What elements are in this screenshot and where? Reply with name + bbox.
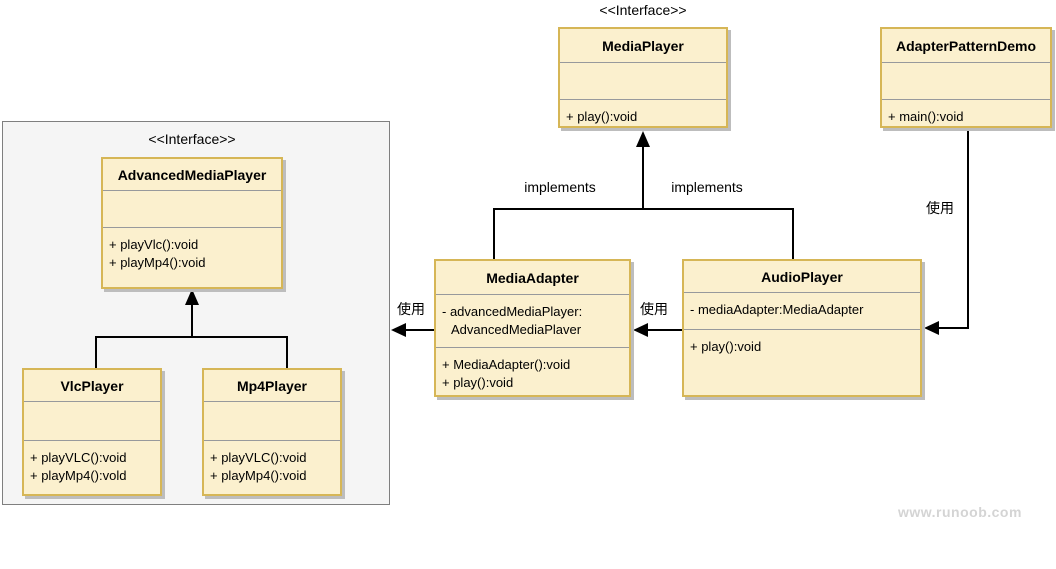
use-middle-arrowhead xyxy=(633,323,648,337)
method-line: + playVLC():void xyxy=(30,450,127,465)
generalization-arrowhead-up xyxy=(185,289,199,305)
class-box-mediaplayer: MediaPlayer + play():void xyxy=(558,27,728,128)
method-line: + playMp4():void xyxy=(210,468,307,483)
label-use-right: 使用 xyxy=(926,200,954,216)
class-attributes-audioplayer: - mediaAdapter:MediaAdapter xyxy=(684,292,920,329)
class-methods-vlcplayer: + playVLC():void + playMp4():vold xyxy=(24,440,160,494)
label-implements-right: implements xyxy=(671,179,743,195)
class-title-mp4player: Mp4Player xyxy=(236,377,308,394)
class-attributes-vlcplayer xyxy=(24,401,160,440)
class-title-mediaplayer: MediaPlayer xyxy=(602,37,684,54)
class-box-mp4player: Mp4Player + playVLC():void + playMp4():v… xyxy=(202,368,342,496)
method-line: + play():void xyxy=(442,375,514,390)
class-methods-mediaadapter: + MediaAdapter():void + play():void xyxy=(436,347,629,395)
method-line: + playVlc():void xyxy=(109,237,199,252)
method-line: + play():void xyxy=(566,109,638,124)
class-methods-mp4player: + playVLC():void + playMp4():void xyxy=(204,440,340,494)
class-attributes-adapterpatterndemo xyxy=(882,62,1050,99)
class-methods-mediaplayer: + play():void xyxy=(560,99,726,126)
method-line: + main():void xyxy=(888,109,964,124)
generalization-connector-line xyxy=(95,336,288,368)
class-title-audioplayer: AudioPlayer xyxy=(761,268,843,285)
class-box-adapterpatterndemo: AdapterPatternDemo + main():void xyxy=(880,27,1052,128)
implements-arrowhead-up xyxy=(636,131,650,147)
class-attributes-mediaplayer xyxy=(560,62,726,99)
method-line: + playMp4():void xyxy=(109,255,206,270)
method-line: + playMp4():vold xyxy=(30,468,127,483)
class-box-vlcplayer: VlcPlayer + playVLC():void + playMp4():v… xyxy=(22,368,162,496)
attribute-line: - advancedMediaPlayer: xyxy=(442,304,583,319)
class-title-adapterpatterndemo: AdapterPatternDemo xyxy=(895,37,1037,54)
class-methods-advancedmediaplayer: + playVlc():void + playMp4():void xyxy=(103,227,281,287)
method-line: + play():void xyxy=(690,339,762,354)
attribute-line: AdvancedMediaPlaver xyxy=(451,322,582,337)
use-right-arrowhead xyxy=(924,321,939,335)
watermark: www.runoob.com xyxy=(898,504,1022,520)
class-methods-adapterpatterndemo: + main():void xyxy=(882,99,1050,126)
class-title-mediaadapter: MediaAdapter xyxy=(486,269,579,286)
class-title-vlcplayer: VlcPlayer xyxy=(60,377,124,394)
class-title-advancedmediaplayer: AdvancedMediaPlayer xyxy=(117,166,267,183)
class-attributes-mp4player xyxy=(204,401,340,440)
implements-connector-line xyxy=(493,208,794,259)
class-box-audioplayer: AudioPlayer - mediaAdapter:MediaAdapter … xyxy=(682,259,922,397)
class-attributes-advancedmediaplayer xyxy=(103,190,281,227)
class-box-mediaadapter: MediaAdapter - advancedMediaPlayer: Adva… xyxy=(434,259,631,397)
method-line: + playVLC():void xyxy=(210,450,307,465)
attribute-line: - mediaAdapter:MediaAdapter xyxy=(690,302,864,317)
use-right-arrow-shaft xyxy=(938,128,969,329)
use-left-arrowhead xyxy=(391,323,406,337)
class-attributes-mediaadapter: - advancedMediaPlayer: AdvancedMediaPlav… xyxy=(436,294,629,347)
class-box-advancedmediaplayer: AdvancedMediaPlayer + playVlc():void + p… xyxy=(101,157,283,289)
stereotype-mediaplayer: <<Interface>> xyxy=(599,2,687,18)
method-line: + MediaAdapter():void xyxy=(442,357,571,372)
class-methods-audioplayer: + play():void xyxy=(684,329,920,395)
stereotype-advancedmediaplayer: <<Interface>> xyxy=(148,131,236,147)
label-use-left: 使用 xyxy=(397,301,425,317)
label-implements-left: implements xyxy=(524,179,596,195)
label-use-middle: 使用 xyxy=(640,301,668,317)
